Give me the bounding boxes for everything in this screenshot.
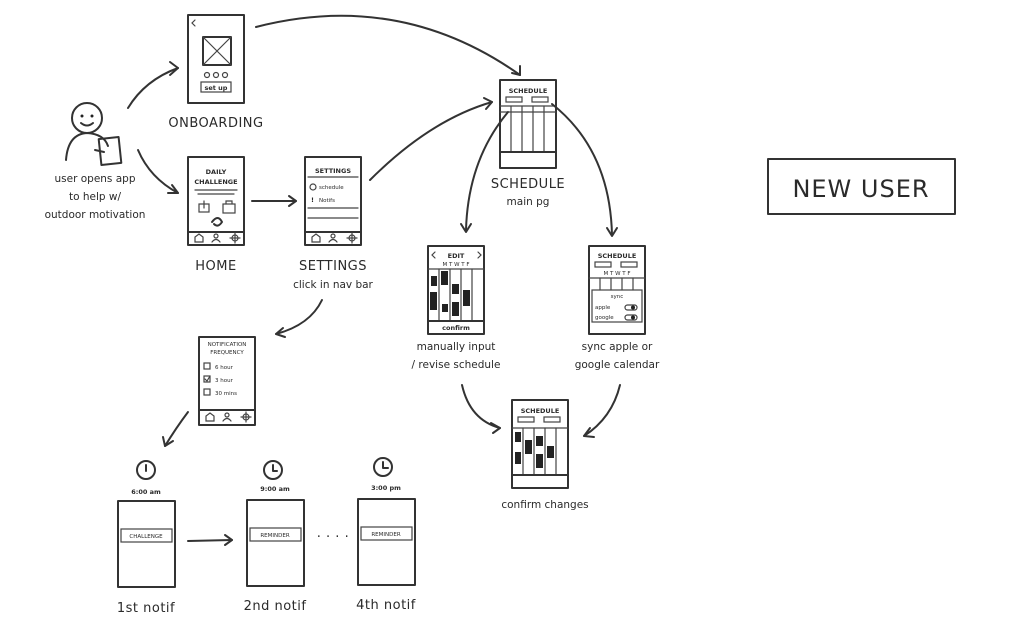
confirm-caption: confirm changes xyxy=(501,499,588,511)
notif-4-caption: 4th notif xyxy=(356,598,416,613)
new-user-badge: NEW USER xyxy=(792,175,929,203)
home-caption: HOME xyxy=(195,259,236,274)
schedule-main-note: main pg xyxy=(507,196,550,208)
edit-days-row: M T W T F xyxy=(442,262,469,268)
settings-screen: SETTINGS schedule ! Notifs xyxy=(304,156,362,246)
sync-days-row: M T W T F xyxy=(603,271,630,277)
sync-label: sync xyxy=(611,294,624,300)
home-title-line1: DAILY xyxy=(206,168,227,176)
sync-calendar-screen: SCHEDULE M T W T F sync apple google xyxy=(588,245,646,335)
notif-freq-option-2: 3 hour xyxy=(215,378,234,384)
notif-freq-title-line2: FREQUENCY xyxy=(210,350,244,356)
flow-arrows xyxy=(127,14,621,546)
sync-caption-line2: google calendar xyxy=(575,359,660,371)
user-caption-line3: outdoor motivation xyxy=(45,209,146,221)
notif-freq-option-3: 30 mins xyxy=(215,391,237,397)
home-screen: DAILY CHALLENGE xyxy=(187,156,245,246)
sync-caption-line1: sync apple or xyxy=(582,341,653,353)
edit-schedule-screen: EDIT M T W T F confirm xyxy=(427,245,485,335)
schedule-main-screen: SCHEDULE xyxy=(499,79,557,169)
settings-item-schedule: schedule xyxy=(319,185,344,191)
notif-4-button: REMINDER xyxy=(371,532,400,538)
settings-item-notifs: Notifs xyxy=(319,198,335,204)
onboarding-screen: set up xyxy=(187,14,245,104)
edit-caption-line2: / revise schedule xyxy=(412,359,501,371)
notif-2: 9:00 am REMINDER xyxy=(246,460,305,587)
home-title-line2: CHALLENGE xyxy=(194,178,237,186)
edit-confirm-button: confirm xyxy=(442,324,470,332)
user-figure-icon xyxy=(65,102,123,166)
ellipsis: · · · · xyxy=(317,530,349,545)
edit-caption-line1: manually input xyxy=(417,341,496,353)
settings-screen-title: SETTINGS xyxy=(315,167,351,175)
notif-4-time: 3:00 pm xyxy=(371,484,401,492)
notif-2-caption: 2nd notif xyxy=(244,599,307,614)
schedule-main-caption: SCHEDULE xyxy=(491,177,565,192)
user-caption-line2: to help w/ xyxy=(69,191,122,203)
sync-google-label: google xyxy=(595,315,614,321)
clock-icon xyxy=(136,460,156,480)
notif-freq-option-1: 6 hour xyxy=(215,365,234,371)
confirm-changes-screen: SCHEDULE xyxy=(511,399,569,489)
notif-1-time: 6:00 am xyxy=(131,488,161,496)
settings-caption: SETTINGS xyxy=(299,259,367,274)
new-user-badge-box xyxy=(767,158,956,215)
edit-screen-title: EDIT xyxy=(448,252,465,260)
notif-freq-title-line1: NOTIFICATION xyxy=(208,342,247,348)
notif-2-button: REMINDER xyxy=(260,533,289,539)
notif-1-button: CHALLENGE xyxy=(129,534,163,540)
notif-2-time: 9:00 am xyxy=(260,485,290,493)
clock-icon xyxy=(373,457,393,477)
schedule-main-title: SCHEDULE xyxy=(509,87,548,95)
notification-frequency-screen: NOTIFICATION FREQUENCY 6 hour 3 hour 30 … xyxy=(198,336,256,426)
clock-icon xyxy=(263,460,283,480)
notif-4: 3:00 pm REMINDER xyxy=(357,457,416,586)
sync-screen-title: SCHEDULE xyxy=(598,252,637,260)
onboarding-setup-button: set up xyxy=(205,84,228,92)
notif-1: 6:00 am CHALLENGE xyxy=(117,460,176,588)
notif-1-caption: 1st notif xyxy=(117,601,175,616)
confirm-screen-title: SCHEDULE xyxy=(521,407,560,415)
settings-exclaim-icon: ! xyxy=(311,196,314,204)
settings-note: click in nav bar xyxy=(293,279,373,291)
user-caption-line1: user opens app xyxy=(54,173,135,185)
sync-apple-label: apple xyxy=(595,305,611,311)
onboarding-caption: ONBOARDING xyxy=(168,116,263,131)
